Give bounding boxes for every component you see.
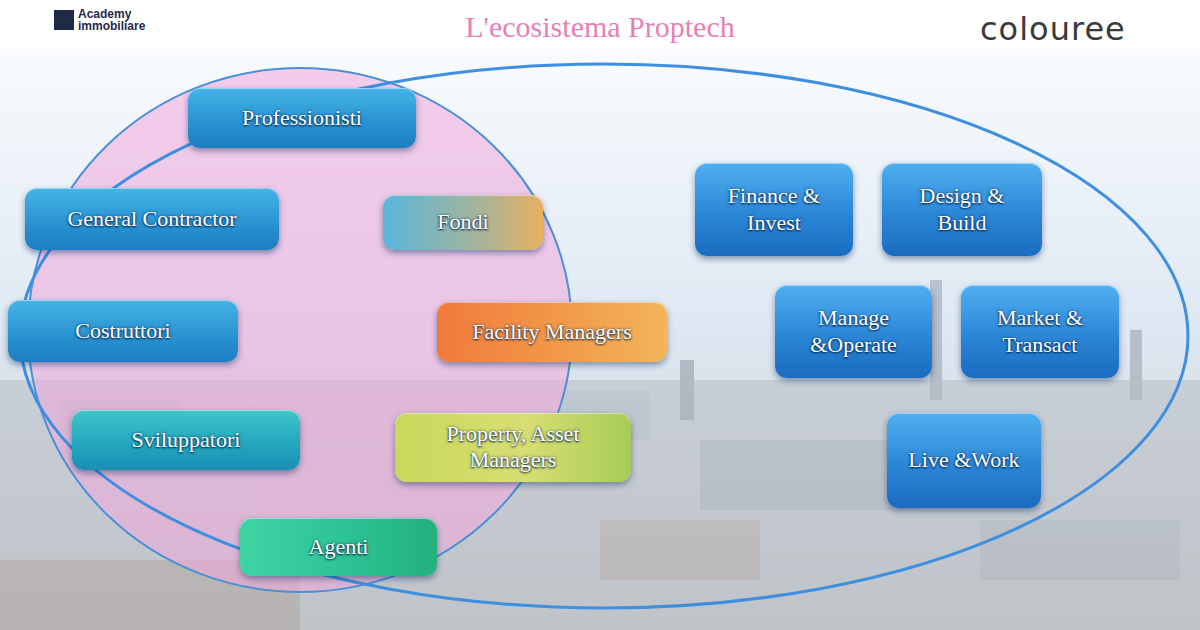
city-skyline: [0, 280, 1200, 630]
header-band: [0, 0, 1200, 48]
role-box: Agenti: [240, 518, 437, 576]
box-label: Costruttori: [75, 318, 170, 344]
role-box: Professionisti: [188, 88, 416, 148]
role-box: Facility Managers: [437, 302, 667, 362]
role-box: Manage &Operate: [775, 285, 932, 378]
box-label: Finance & Invest: [707, 183, 841, 236]
box-label: Professionisti: [242, 105, 362, 131]
role-box: Market & Transact: [961, 285, 1119, 378]
role-box: Property, Asset Managers: [395, 413, 631, 482]
box-label: Manage &Operate: [787, 305, 920, 358]
logo-text: Academy immobiliare: [78, 8, 188, 32]
role-box: Costruttori: [8, 300, 238, 362]
role-box: Finance & Invest: [695, 163, 853, 256]
box-label: Facility Managers: [472, 319, 631, 345]
box-label: Sviluppatori: [132, 427, 241, 453]
box-label: Market & Transact: [973, 305, 1107, 358]
role-box: Live &Work: [887, 413, 1041, 508]
box-label: General Contractor: [67, 206, 236, 232]
box-label: Agenti: [309, 534, 369, 560]
box-label: Design & Build: [894, 183, 1030, 236]
box-label: Fondi: [437, 209, 488, 235]
role-box: General Contractor: [25, 188, 279, 250]
logo-mark: [54, 10, 74, 30]
role-box: Fondi: [383, 195, 543, 250]
brand-logo: colouree: [980, 10, 1126, 48]
role-box: Design & Build: [882, 163, 1042, 256]
box-label: Property, Asset Managers: [407, 421, 619, 474]
role-box: Sviluppatori: [72, 410, 300, 470]
box-label: Live &Work: [908, 447, 1019, 473]
